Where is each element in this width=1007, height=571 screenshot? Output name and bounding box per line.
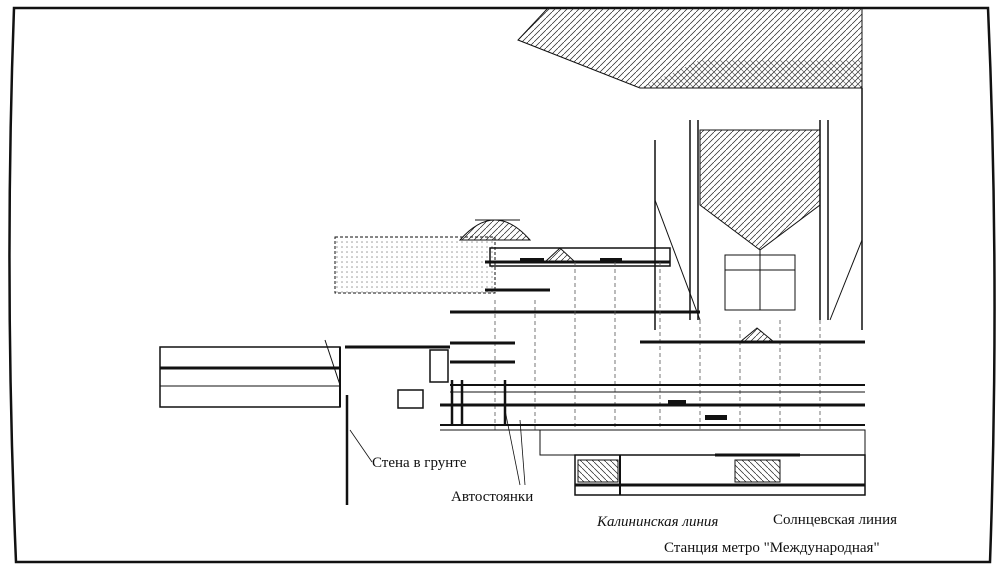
building-grid (494, 262, 821, 430)
parking-columns (450, 380, 507, 425)
tower-brace (654, 199, 863, 321)
metro-station-label: Станция метро "Международная" (664, 540, 880, 556)
floor-slabs (345, 340, 865, 431)
dome-building (334, 219, 532, 294)
wall-in-ground (345, 395, 373, 505)
tower-inner-funnel (699, 129, 821, 311)
vehicle-marks (520, 258, 727, 420)
parking-label: Автостоянки (451, 489, 534, 505)
wall-label: Стена в грунте (372, 455, 467, 471)
tower-columns (654, 88, 863, 330)
kalinin-line-label: Калининская линия (597, 514, 719, 530)
solntsev-line-label: Солнцевская линия (773, 512, 897, 528)
tower-top (517, 7, 863, 89)
metro-structure (539, 429, 866, 496)
drawing-frame (8, 6, 996, 564)
parking-leaders (504, 409, 526, 486)
left-tunnel (159, 339, 449, 409)
